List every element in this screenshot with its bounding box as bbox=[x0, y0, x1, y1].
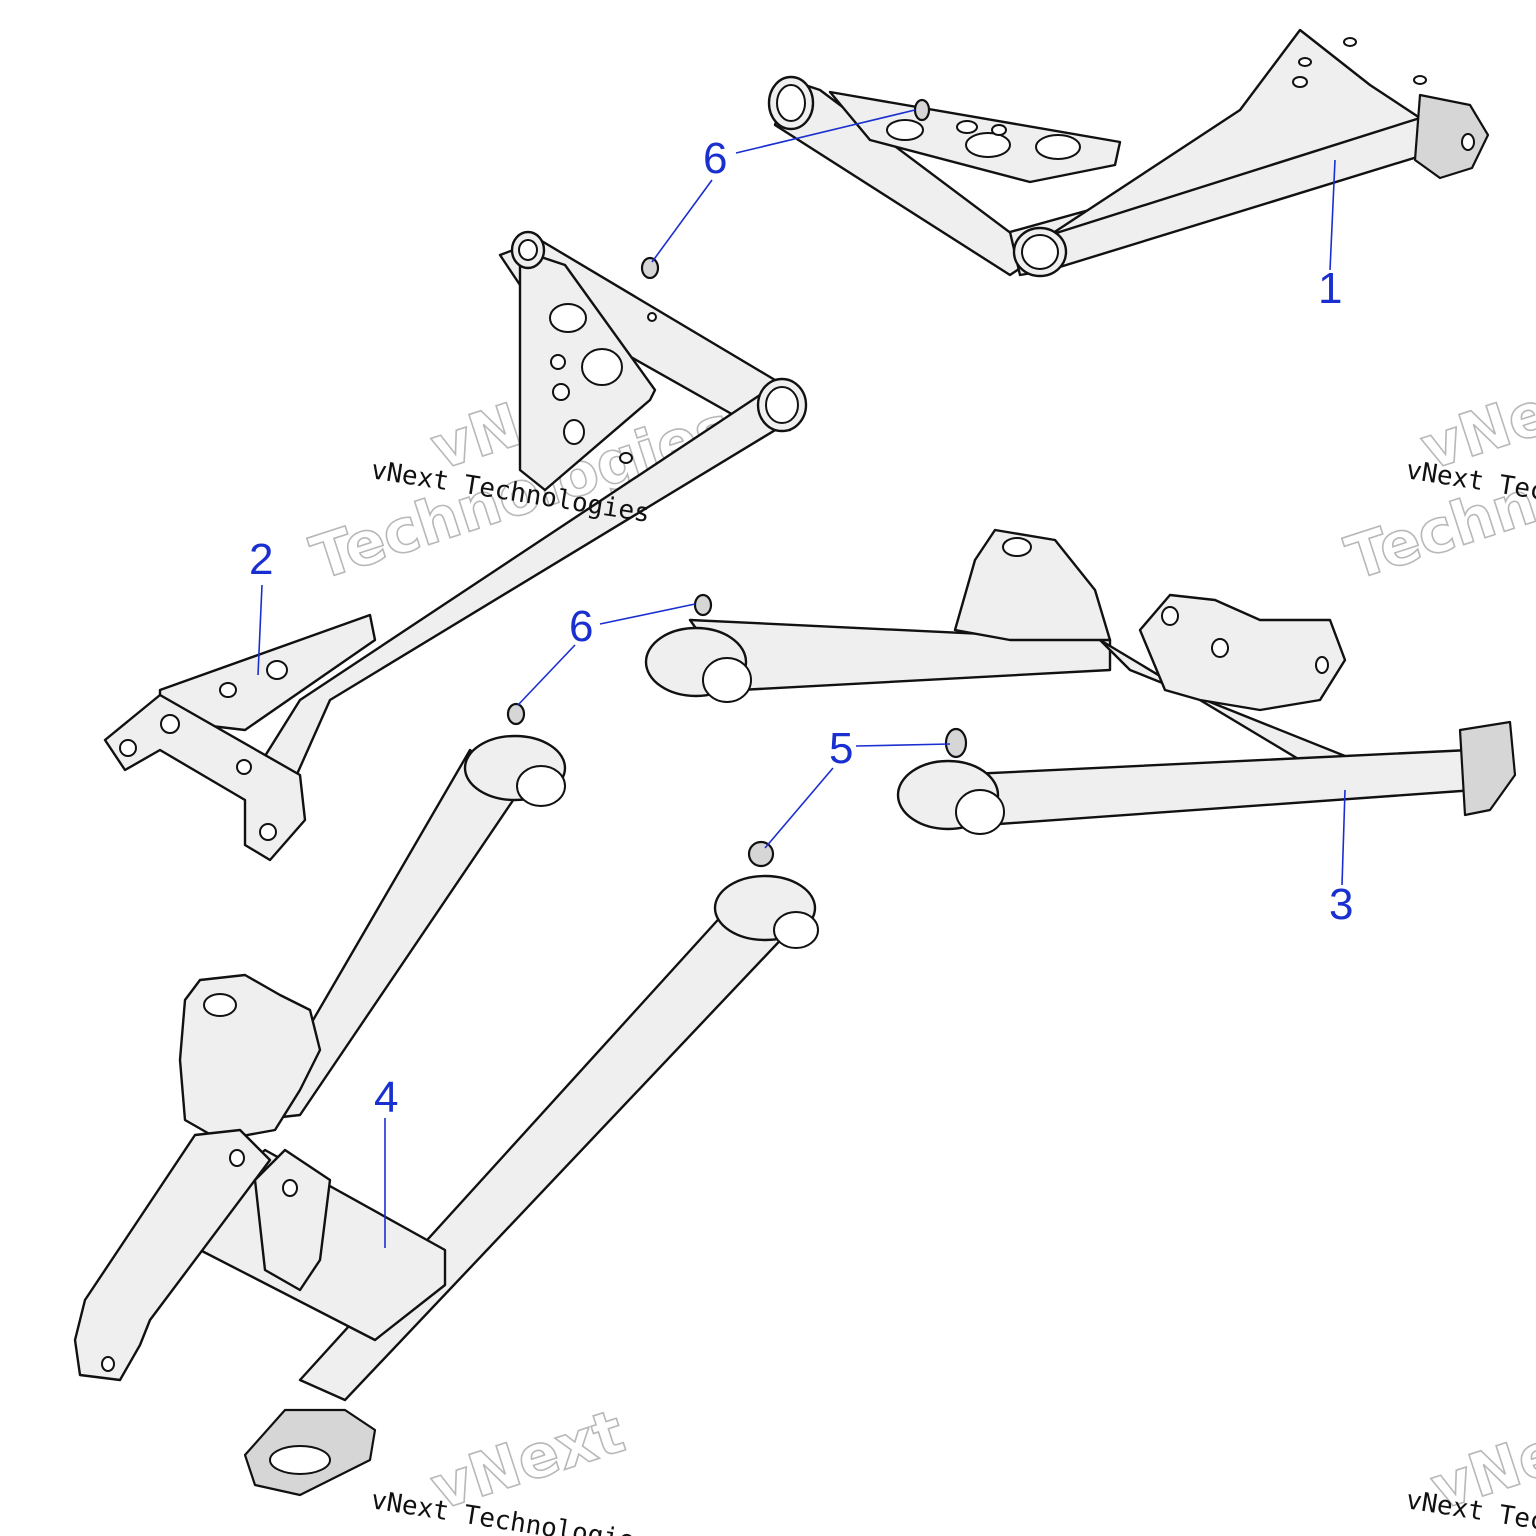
watermark-mono-group: vNext Technologies vNext Technologies vN… bbox=[369, 455, 1536, 1536]
callout-5: 5 bbox=[829, 724, 853, 773]
part-3-lower-a-arm bbox=[644, 528, 1517, 835]
callout-4: 4 bbox=[374, 1073, 398, 1122]
part-2-a-arm bbox=[103, 230, 808, 862]
callout-3: 3 bbox=[1329, 880, 1353, 929]
grease-fittings bbox=[506, 98, 968, 868]
callout-labels: 1 2 3 4 5 6 6 bbox=[249, 134, 1353, 1122]
part-1-upper-a-arm bbox=[767, 28, 1490, 278]
callout-6-mid: 6 bbox=[569, 602, 593, 651]
part-4-trailing-arm bbox=[73, 734, 819, 1497]
leader-lines bbox=[257, 109, 1346, 1248]
callout-6-top: 6 bbox=[703, 134, 727, 183]
watermark-outline-group: vNext Technologies vNext Technologies vN… bbox=[302, 356, 1536, 1525]
callout-2: 2 bbox=[249, 535, 273, 584]
callout-1: 1 bbox=[1318, 264, 1342, 313]
